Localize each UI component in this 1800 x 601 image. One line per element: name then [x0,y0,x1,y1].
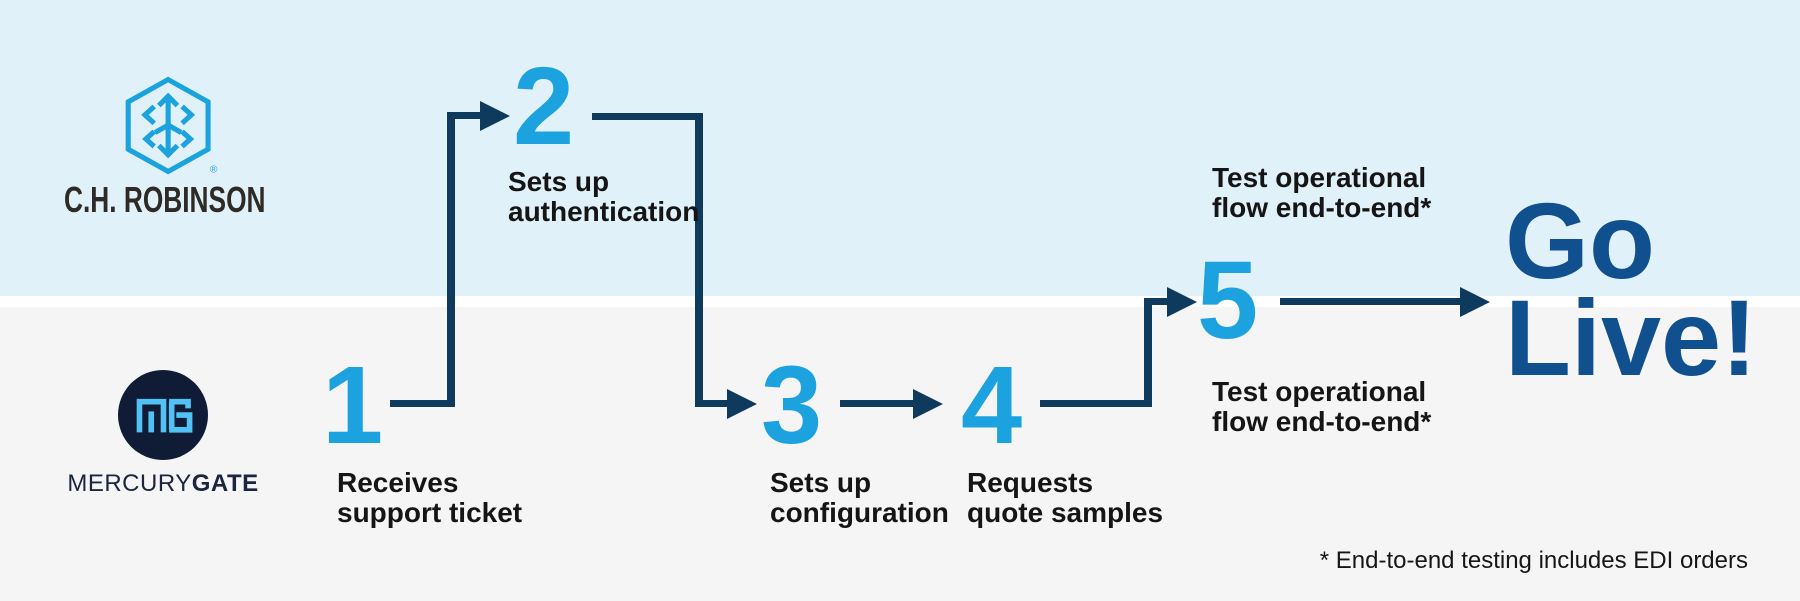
step-4-label: Requests quote samples [967,468,1163,528]
step-label-line: Test operational [1212,162,1427,193]
connector-1-2-top-line [447,112,480,119]
arrow-right-icon [1460,287,1490,317]
connector-2-3-vertical-line [695,113,703,407]
registered-mark: ® [210,164,218,175]
connector-2-3-top-line [592,113,703,120]
mercurygate-lane [0,307,1800,601]
go-live-line: Go [1505,180,1655,301]
step-2-label: Sets up authentication [508,167,699,227]
step-label-line: Receives [337,467,459,498]
lane-divider [0,296,1800,307]
step-label-line: Test operational [1212,376,1427,407]
step-3-label: Sets up configuration [770,468,949,528]
step-label-line: Requests [967,467,1094,498]
footnote: * End-to-end testing includes EDI orders [1319,547,1748,574]
chrobinson-logo-icon: ® [125,76,218,175]
chrobinson-wordmark: C.H. ROBINSON [64,179,266,220]
step-1-number: 1 [322,344,384,467]
step-label-line: Sets up [508,166,610,197]
step-2-number: 2 [513,45,575,168]
step-label-line: Sets up [770,467,872,498]
mercurygate-logo-icon [118,370,208,460]
mercurygate-wordmark: MERCURYGATE [62,470,264,498]
step-3-number: 3 [761,344,823,467]
chrobinson-lane [0,0,1800,296]
connector-4-5-vertical-line [1144,298,1152,407]
step-label-line: flow end-to-end* [1212,406,1432,437]
step-label-line: configuration [770,497,949,528]
step-1-label: Receives support ticket [337,468,522,528]
step-label-line: flow end-to-end* [1212,192,1432,223]
arrow-right-icon [480,101,510,131]
step-5-label-top: Test operational flow end-to-end* [1212,163,1431,223]
go-live-text: Go Live! [1505,180,1758,398]
connector-1-2-vertical-line [447,112,455,407]
connector-4-5-top-line [1144,298,1167,305]
step-5-number: 5 [1197,239,1259,362]
step-label-line: authentication [508,196,700,227]
connector-1-2-bottom-line [390,400,455,407]
step-4-number: 4 [961,344,1023,467]
go-live-line: Live! [1505,277,1758,398]
mercurygate-wordmark-regular: MERCURY [67,470,192,497]
arrow-right-icon [1167,287,1197,317]
arrow-right-icon [913,389,943,419]
connector-4-5-bottom-line [1040,400,1152,407]
connector-3-4-line [840,400,913,407]
arrow-right-icon [727,389,757,419]
mercurygate-wordmark-bold: GATE [191,470,259,497]
step-5-label-bottom: Test operational flow end-to-end* [1212,377,1431,437]
connector-5-golive-line [1280,298,1460,305]
connector-2-3-bottom-line [695,400,727,407]
step-label-line: quote samples [967,497,1164,528]
step-label-line: support ticket [337,497,523,528]
